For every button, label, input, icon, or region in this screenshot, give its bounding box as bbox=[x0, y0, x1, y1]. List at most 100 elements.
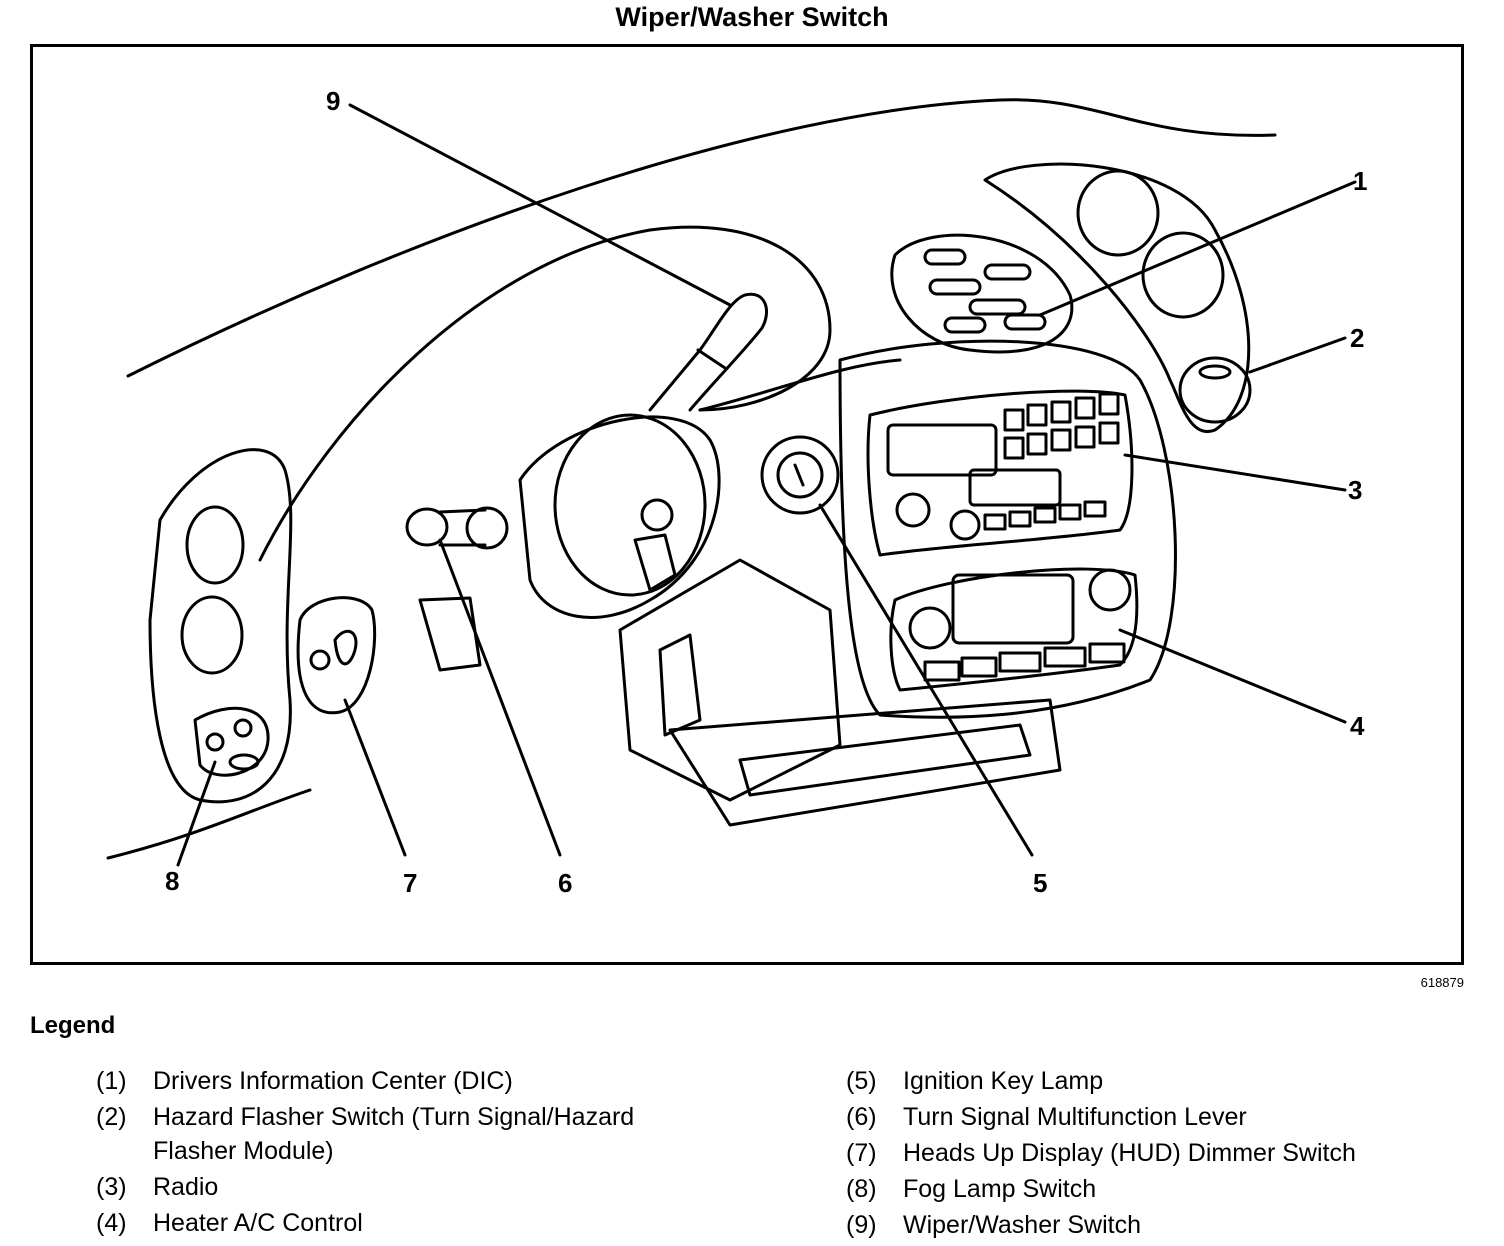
legend-item: (4) Heater A/C Control bbox=[96, 1206, 736, 1240]
legend-text: Drivers Information Center (DIC) bbox=[153, 1067, 513, 1095]
left-vent-upper bbox=[185, 505, 245, 585]
hud-dimmer-knob bbox=[309, 649, 331, 671]
fog-lamp-button-c bbox=[228, 753, 260, 771]
callout-4: 4 bbox=[1350, 711, 1365, 741]
legend-number: (7) bbox=[846, 1139, 877, 1167]
dic-button-1 bbox=[923, 248, 967, 266]
dash-top-outer bbox=[126, 98, 1277, 378]
callout-7: 7 bbox=[403, 868, 417, 898]
lower-console bbox=[668, 698, 1062, 827]
hvac-knob-left bbox=[908, 606, 952, 650]
leader-line-4 bbox=[1118, 628, 1347, 724]
legend-text: Hazard Flasher Switch (Turn Signal/Hazar… bbox=[153, 1103, 635, 1165]
callout-2: 2 bbox=[1350, 323, 1364, 353]
radio-knob-left bbox=[895, 492, 931, 528]
left-vent-pod bbox=[148, 448, 293, 804]
legend-item: (2) Hazard Flasher Switch (Turn Signal/H… bbox=[96, 1100, 736, 1168]
hud-dimmer-slider bbox=[333, 629, 358, 666]
legend-text: Wiper/Washer Switch bbox=[903, 1211, 1142, 1239]
dic-button-2 bbox=[983, 263, 1032, 281]
legend-column-left: (1) Drivers Information Center (DIC) (2)… bbox=[96, 1064, 736, 1242]
radio-bottom-buttons bbox=[983, 500, 1107, 531]
legend-number: (4) bbox=[96, 1209, 127, 1237]
module-face bbox=[658, 633, 702, 737]
legend-number: (9) bbox=[846, 1211, 877, 1239]
legend-number: (8) bbox=[846, 1175, 877, 1203]
leader-line-1 bbox=[1038, 180, 1357, 317]
hud-dimmer-panel bbox=[296, 596, 377, 715]
lower-console-inner bbox=[738, 723, 1032, 797]
legend-text: Radio bbox=[153, 1173, 219, 1201]
legend-item: (3) Radio bbox=[96, 1170, 736, 1204]
legend-item: (5) Ignition Key Lamp bbox=[846, 1064, 1486, 1098]
legend-text: Fog Lamp Switch bbox=[903, 1175, 1097, 1203]
center-stack-upper-ridge bbox=[698, 358, 902, 412]
callout-8: 8 bbox=[165, 866, 179, 896]
turn-signal-lever-tip bbox=[405, 507, 449, 547]
turn-signal-lever-base bbox=[465, 506, 509, 550]
legend-column-right: (5) Ignition Key Lamp (6) Turn Signal Mu… bbox=[846, 1064, 1486, 1244]
legend-text: Ignition Key Lamp bbox=[903, 1067, 1104, 1095]
legend-number: (1) bbox=[96, 1067, 127, 1095]
dic-button-5 bbox=[943, 316, 987, 334]
hvac-knob-right bbox=[1088, 568, 1132, 612]
legend-heading: Legend bbox=[30, 1012, 116, 1039]
leader-line-7 bbox=[343, 698, 407, 857]
dic-button-6 bbox=[1003, 313, 1047, 331]
legend-text: Heater A/C Control bbox=[153, 1209, 363, 1237]
lower-column-bracket bbox=[418, 596, 482, 672]
legend-text: Turn Signal Multifunction Lever bbox=[903, 1103, 1247, 1131]
ignition-key-lamp-outer bbox=[760, 435, 840, 515]
radio-display bbox=[886, 423, 998, 477]
wiper-stalk-band bbox=[696, 348, 727, 370]
callout-9: 9 bbox=[326, 86, 340, 116]
dic-button-4 bbox=[968, 298, 1027, 316]
legend-number: (5) bbox=[846, 1067, 877, 1095]
fog-lamp-button-b bbox=[233, 718, 253, 738]
dashboard-illustration: 9 1 2 3 4 5 6 7 8 bbox=[106, 86, 1367, 898]
ignition-key-lamp-mark bbox=[793, 463, 805, 487]
wiper-washer-stalk bbox=[648, 292, 768, 412]
center-stack bbox=[838, 339, 1177, 719]
hazard-switch-button bbox=[1198, 364, 1232, 380]
radio-faceplate bbox=[866, 389, 1134, 557]
left-vent-lower bbox=[180, 595, 244, 675]
callout-1: 1 bbox=[1353, 166, 1367, 196]
radio-cassette-slot bbox=[968, 468, 1062, 507]
column-key-slot bbox=[633, 533, 677, 592]
legend-item: (6) Turn Signal Multifunction Lever bbox=[846, 1100, 1486, 1134]
column-hub bbox=[553, 413, 707, 597]
leader-line-9 bbox=[348, 103, 732, 307]
callout-6: 6 bbox=[558, 868, 572, 898]
diagram-title: Wiper/Washer Switch bbox=[615, 2, 889, 32]
leader-line-5 bbox=[818, 503, 1034, 857]
figure-id: 618879 bbox=[1420, 975, 1464, 990]
legend-text: Heads Up Display (HUD) Dimmer Switch bbox=[903, 1139, 1356, 1167]
leader-line-3 bbox=[1123, 453, 1347, 492]
fog-lamp-switch-panel bbox=[193, 706, 270, 777]
right-vent-upper bbox=[1076, 169, 1160, 257]
callout-3: 3 bbox=[1348, 475, 1362, 505]
legend-item: (7) Heads Up Display (HUD) Dimmer Switch bbox=[846, 1136, 1486, 1170]
legend-number: (3) bbox=[96, 1173, 127, 1201]
leader-line-6 bbox=[438, 538, 562, 857]
hazard-switch-bezel bbox=[1178, 356, 1252, 424]
hvac-panel bbox=[889, 567, 1139, 692]
dic-button-3 bbox=[928, 278, 982, 296]
radio-knob-right bbox=[949, 509, 981, 541]
legend-item: (1) Drivers Information Center (DIC) bbox=[96, 1064, 736, 1098]
hvac-display bbox=[951, 573, 1075, 645]
dash-bottom-edge bbox=[106, 788, 312, 860]
leader-line-2 bbox=[1248, 336, 1347, 374]
leader-line-8 bbox=[176, 760, 217, 867]
hvac-buttons bbox=[923, 642, 1126, 682]
fog-lamp-button-a bbox=[205, 732, 225, 752]
legend-item: (9) Wiper/Washer Switch bbox=[846, 1208, 1486, 1242]
column-shroud bbox=[518, 415, 721, 619]
dic-pod bbox=[890, 233, 1074, 354]
legend-number: (2) bbox=[96, 1103, 127, 1131]
ignition-key-lamp-inner bbox=[776, 451, 824, 499]
legend-number: (6) bbox=[846, 1103, 877, 1131]
radio-presets bbox=[1003, 392, 1120, 460]
column-bolt bbox=[640, 498, 674, 532]
